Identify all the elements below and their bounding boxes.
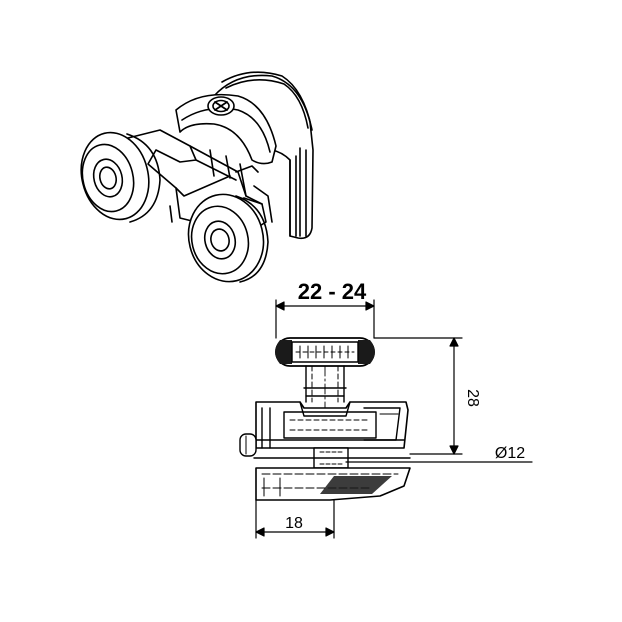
side-wheel: [275, 337, 375, 367]
right-wheel: [187, 193, 269, 283]
side-bottom-plate: [255, 467, 411, 501]
dim-depth-label: 18: [285, 515, 303, 532]
left-wheel: [80, 131, 161, 223]
screw-icon: [207, 96, 235, 116]
dim-diameter-label: Ø12: [495, 445, 525, 462]
dim-width-label: 22 - 24: [298, 279, 367, 304]
dim-height-label: 28: [464, 389, 481, 407]
dim-height: [373, 337, 463, 455]
side-clamp-body: [255, 401, 409, 449]
clamp-cap: [175, 93, 277, 165]
dim-depth: [255, 499, 335, 539]
dim-width: [275, 299, 375, 339]
side-adapter: [253, 447, 411, 469]
side-screw-knob: [239, 433, 257, 457]
side-view: [239, 337, 411, 501]
dimension-lines: [255, 299, 533, 539]
isometric-roller-view: [80, 71, 314, 283]
